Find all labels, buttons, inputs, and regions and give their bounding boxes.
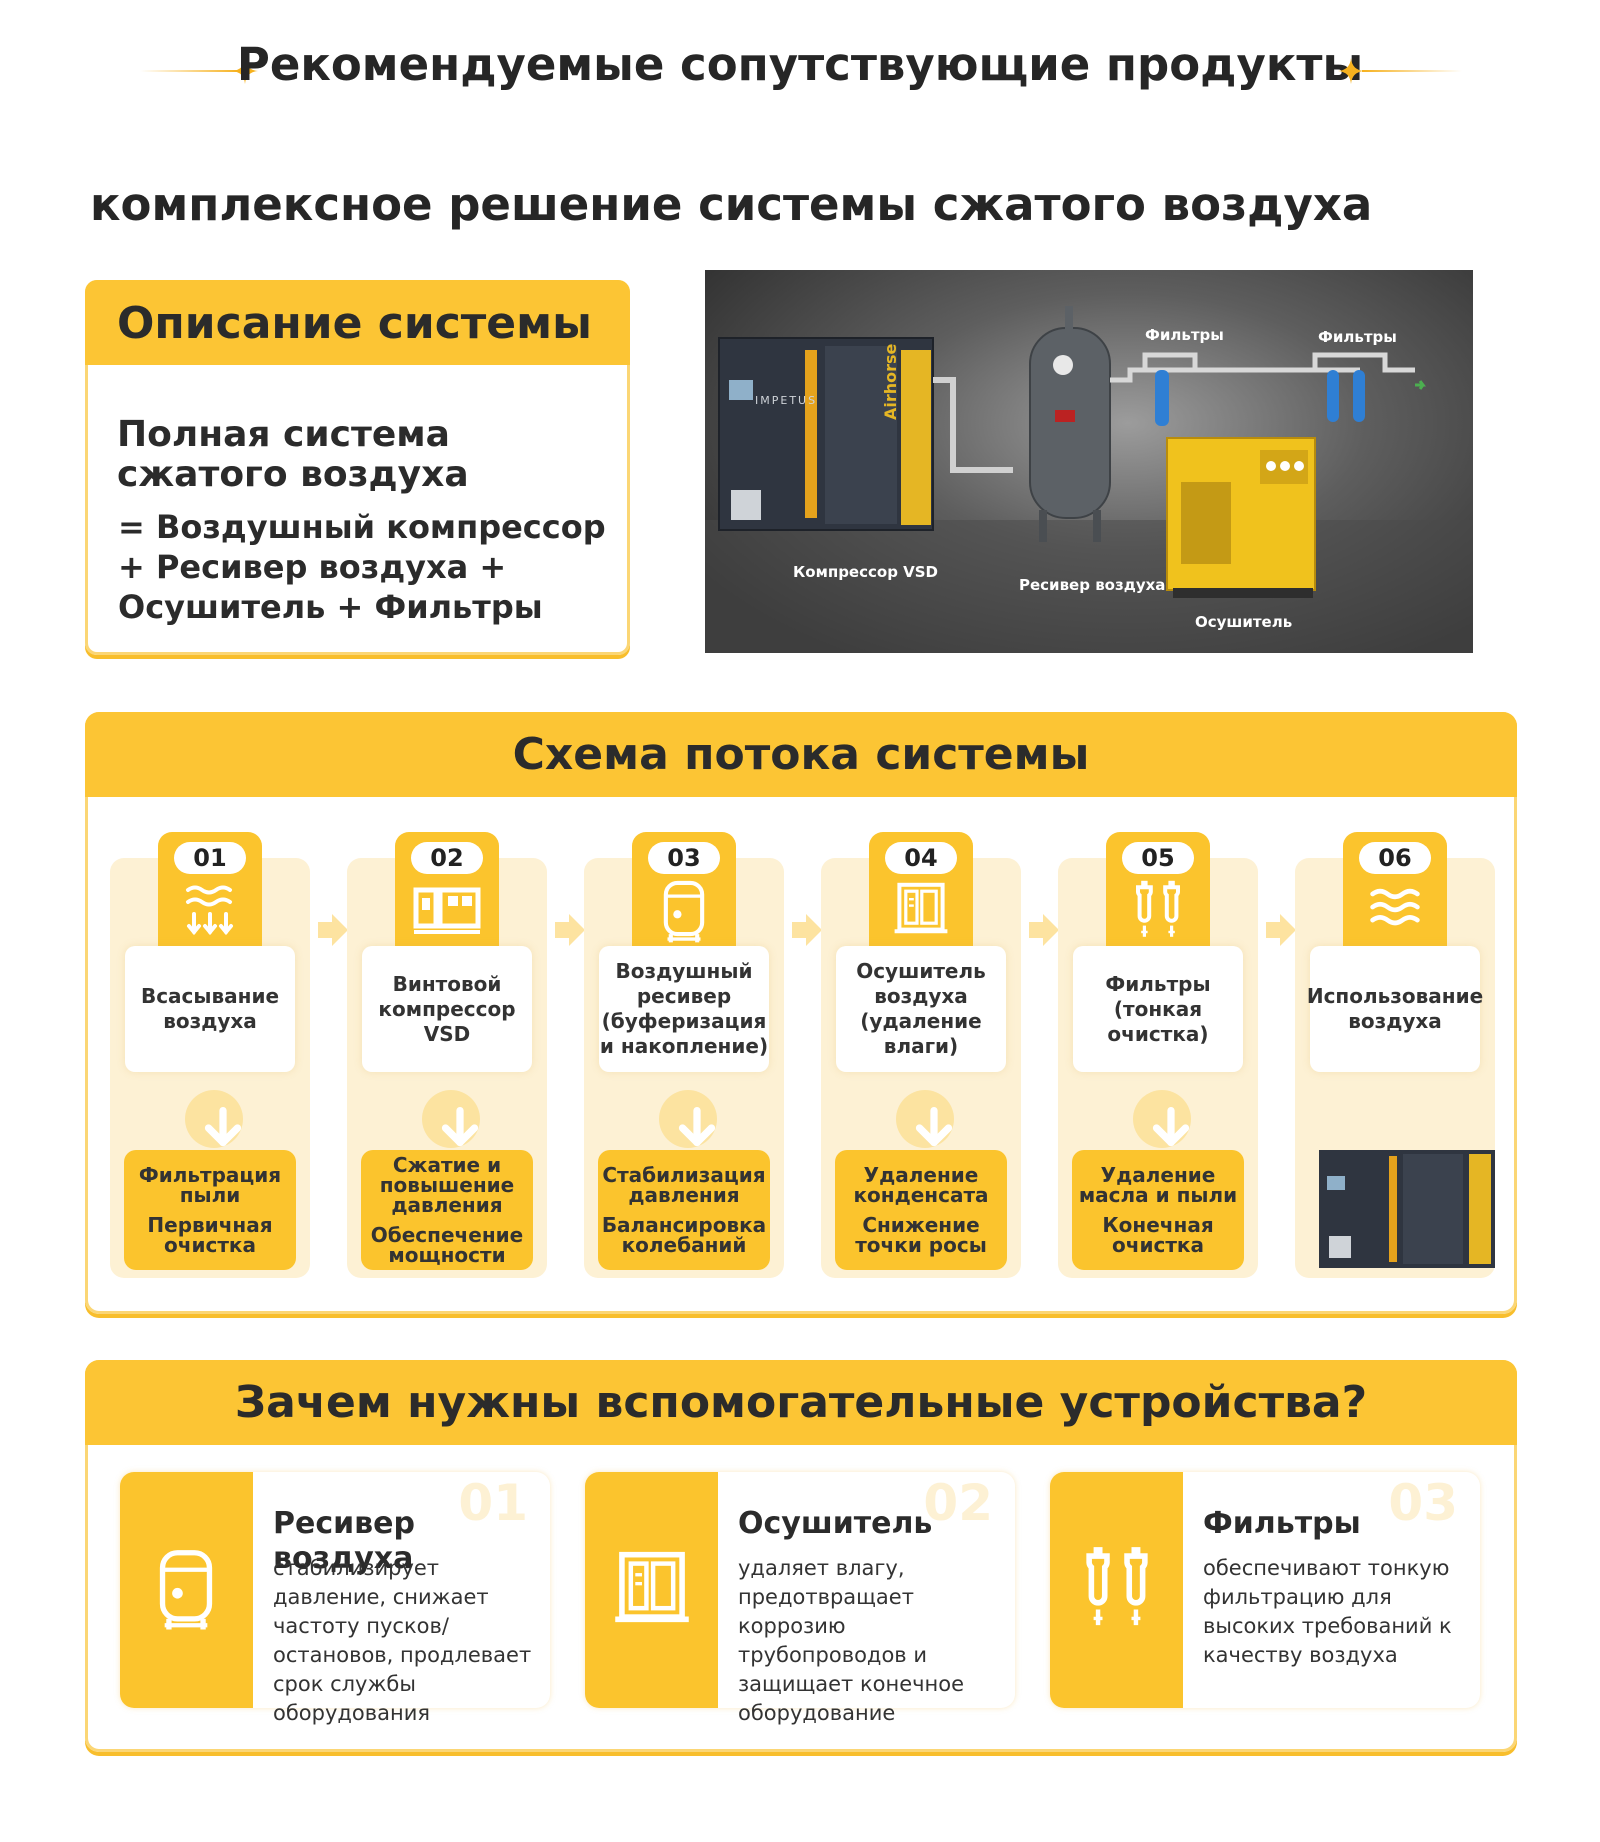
header-decor-line-left bbox=[140, 70, 240, 72]
step-result: Удаление конденсата Снижение точки росы bbox=[835, 1150, 1007, 1270]
flow-step-01: 01 Всасывание воздуха Фильтрация пыли Пе… bbox=[110, 832, 310, 1278]
why-item-filters: 03 Фильтры обеспечивают тонкую фильтраци… bbox=[1050, 1472, 1480, 1708]
why-icon-panel bbox=[1050, 1472, 1183, 1708]
flow-header bbox=[85, 712, 1517, 797]
dryer-icon bbox=[893, 880, 949, 936]
filters-icon bbox=[1130, 876, 1186, 940]
step-tab: 06 bbox=[1343, 832, 1447, 946]
down-arrow-icon bbox=[896, 1090, 954, 1148]
step-number: 02 bbox=[411, 842, 483, 874]
step-number: 03 bbox=[648, 842, 720, 874]
system-photo: Фильтры Фильтры Компрессор VSD Ресивер в… bbox=[705, 270, 1473, 653]
page-subtitle: комплексное решение системы сжатого возд… bbox=[90, 178, 1373, 231]
why-icon-panel bbox=[585, 1472, 718, 1708]
brand-logo: Airhorse bbox=[881, 343, 900, 420]
air-intake-icon bbox=[180, 880, 240, 940]
flow-step-06: 06 Использование воздуха bbox=[1295, 832, 1495, 1278]
why-item-dryer: 02 Осушитель удаляет влагу, предотвращае… bbox=[585, 1472, 1015, 1725]
down-arrow-icon bbox=[185, 1090, 243, 1148]
step-result: Сжатие и повышение давления Обеспечение … bbox=[361, 1150, 533, 1270]
flow-step-05: 05 Фильтры (тонкая очистка) Удаление мас… bbox=[1058, 832, 1258, 1278]
result-2: Первичная очистка bbox=[147, 1213, 273, 1257]
result-1: Сжатие и повышение давления bbox=[379, 1153, 515, 1217]
filters-icon bbox=[1078, 1540, 1156, 1630]
flow-diagram-card: Схема потока системы 01 Всасывание возду… bbox=[85, 712, 1517, 1314]
description-header bbox=[85, 280, 630, 365]
result-2: Обеспечение мощности bbox=[370, 1223, 524, 1267]
step-number: 05 bbox=[1122, 842, 1194, 874]
compressor-photo bbox=[1319, 1150, 1495, 1268]
label-filters-2: Фильтры bbox=[1318, 328, 1397, 346]
why-title: Осушитель bbox=[738, 1506, 933, 1541]
why-heading: Зачем нужны вспомогательные устройства? bbox=[234, 1377, 1368, 1428]
result-2: Снижение точки росы bbox=[855, 1213, 987, 1257]
compressor-icon bbox=[412, 882, 482, 942]
why-text: обеспечивают тонкую фильтрацию для высок… bbox=[1203, 1556, 1452, 1667]
step-label: Фильтры (тонкая очистка) bbox=[1073, 946, 1243, 1072]
step-result: Удаление масла и пыли Конечная очистка bbox=[1072, 1150, 1244, 1270]
label-dryer: Осушитель bbox=[1195, 613, 1293, 631]
result-2: Балансировка колебаний bbox=[601, 1213, 767, 1257]
why-item-receiver: 01 Ресивер воздуха стабилизирует давлени… bbox=[120, 1472, 550, 1725]
description-formula: = Воздушный компрессор + Ресивер воздуха… bbox=[118, 508, 606, 626]
label-receiver: Ресивер воздуха bbox=[1019, 576, 1166, 594]
step-tab: 04 bbox=[869, 832, 973, 946]
star-icon bbox=[1338, 58, 1364, 84]
step-result: Фильтрация пыли Первичная очистка bbox=[124, 1150, 296, 1270]
page-title: Рекомендуемые сопутствующие продукты bbox=[236, 38, 1364, 91]
down-arrow-icon bbox=[659, 1090, 717, 1148]
description-heading: Описание системы bbox=[117, 298, 592, 349]
receiver-tank-icon bbox=[659, 878, 709, 944]
result-1: Стабилизация давления bbox=[602, 1163, 766, 1207]
step-tab: 01 bbox=[158, 832, 262, 946]
description-main: Полная система сжатого воздуха bbox=[117, 414, 469, 495]
header-decor-line-right bbox=[1362, 70, 1462, 72]
why-auxiliary-card: Зачем нужны вспомогательные устройства? … bbox=[85, 1360, 1517, 1752]
system-description-card: Описание системы Полная система сжатого … bbox=[85, 280, 630, 655]
step-label: Использование воздуха bbox=[1307, 946, 1483, 1072]
dryer-icon bbox=[613, 1548, 691, 1626]
result-1: Удаление масла и пыли bbox=[1078, 1163, 1238, 1207]
flow-step-03: 03 Воздушный ресивер (буферизация и нако… bbox=[584, 832, 784, 1278]
step-result: Стабилизация давления Балансировка колеб… bbox=[598, 1150, 770, 1270]
why-title: Фильтры bbox=[1203, 1506, 1361, 1541]
step-number: 06 bbox=[1359, 842, 1431, 874]
down-arrow-icon bbox=[422, 1090, 480, 1148]
flow-step-04: 04 Осушитель воздуха (удаление влаги) Уд… bbox=[821, 832, 1021, 1278]
result-1: Фильтрация пыли bbox=[138, 1163, 282, 1207]
step-number: 01 bbox=[174, 842, 246, 874]
flow-step-02: 02 Винтовой компрессор VSD Сжатие и повы… bbox=[347, 832, 547, 1278]
receiver-tank-icon bbox=[154, 1544, 218, 1634]
step-label: Всасывание воздуха bbox=[125, 946, 295, 1072]
result-2: Конечная очистка bbox=[1102, 1213, 1214, 1257]
step-label: Винтовой компрессор VSD bbox=[362, 946, 532, 1072]
step-tab: 05 bbox=[1106, 832, 1210, 946]
maker-logo: IMPETUS bbox=[755, 394, 818, 407]
why-text: удаляет влагу, предотвращает коррозию тр… bbox=[738, 1556, 965, 1725]
why-icon-panel bbox=[120, 1472, 253, 1708]
air-usage-icon bbox=[1367, 884, 1423, 932]
step-label: Воздушный ресивер (буферизация и накопле… bbox=[599, 946, 769, 1072]
why-number: 02 bbox=[923, 1474, 993, 1532]
step-tab: 02 bbox=[395, 832, 499, 946]
down-arrow-icon bbox=[1133, 1090, 1191, 1148]
label-compressor: Компрессор VSD bbox=[793, 563, 939, 581]
why-number: 01 bbox=[458, 1474, 528, 1532]
flow-heading: Схема потока системы bbox=[512, 729, 1090, 780]
step-label: Осушитель воздуха (удаление влаги) bbox=[836, 946, 1006, 1072]
why-header bbox=[85, 1360, 1517, 1445]
why-text: стабилизирует давление, снижает частоту … bbox=[273, 1556, 532, 1725]
label-filters-1: Фильтры bbox=[1145, 326, 1224, 344]
why-title: Ресивер воздуха bbox=[273, 1506, 415, 1576]
result-1: Удаление конденсата bbox=[853, 1163, 989, 1207]
step-tab: 03 bbox=[632, 832, 736, 946]
step-number: 04 bbox=[885, 842, 957, 874]
why-number: 03 bbox=[1388, 1474, 1458, 1532]
